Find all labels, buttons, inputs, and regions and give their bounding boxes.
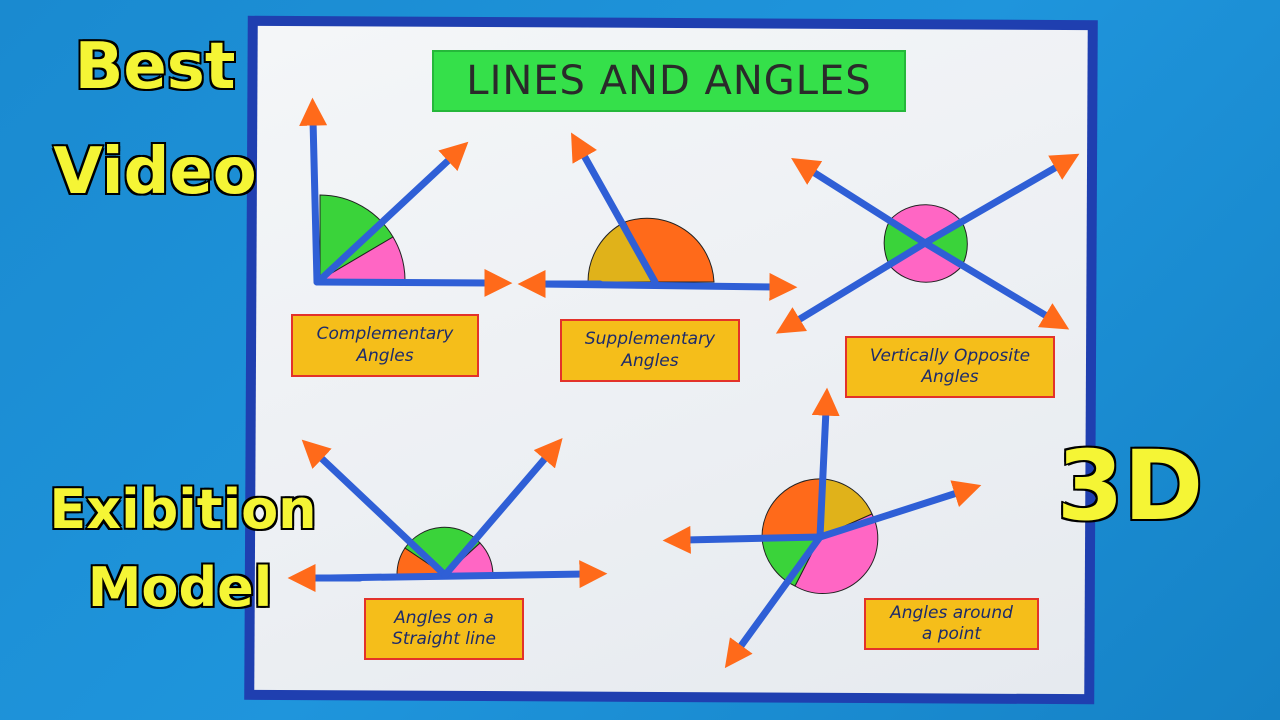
overlay-text-video: Video (52, 134, 259, 211)
label-angles-on-straight-line: Angles on a Straight line (364, 598, 524, 660)
around-orange-sector (761, 478, 824, 539)
label-angles-around-point: Angles around a point (864, 598, 1039, 650)
around-pink-sector (794, 513, 879, 595)
poster-title: LINES AND ANGLES (432, 50, 906, 112)
overlay-text-3d: 3D (1055, 429, 1204, 544)
vo-bottom-pink-sector (889, 242, 963, 283)
complementary-angle-model (299, 97, 513, 297)
straight-line-model (287, 438, 608, 592)
overlay-text-exhibition: Exibition (48, 477, 318, 543)
overlay-text-model: Model (86, 555, 274, 621)
label-complementary-angles: Complementary Angles (291, 314, 479, 377)
overlay-text-best: Best (73, 29, 237, 106)
vo-top-pink-sector (889, 204, 963, 244)
around-point-model (662, 387, 982, 669)
label-vertically-opposite-angles: Vertically Opposite Angles (845, 336, 1055, 398)
label-supplementary-angles: Supplementary Angles (560, 319, 740, 382)
vertically-opposite-model (775, 153, 1080, 334)
supplementary-angle-model (517, 132, 798, 301)
